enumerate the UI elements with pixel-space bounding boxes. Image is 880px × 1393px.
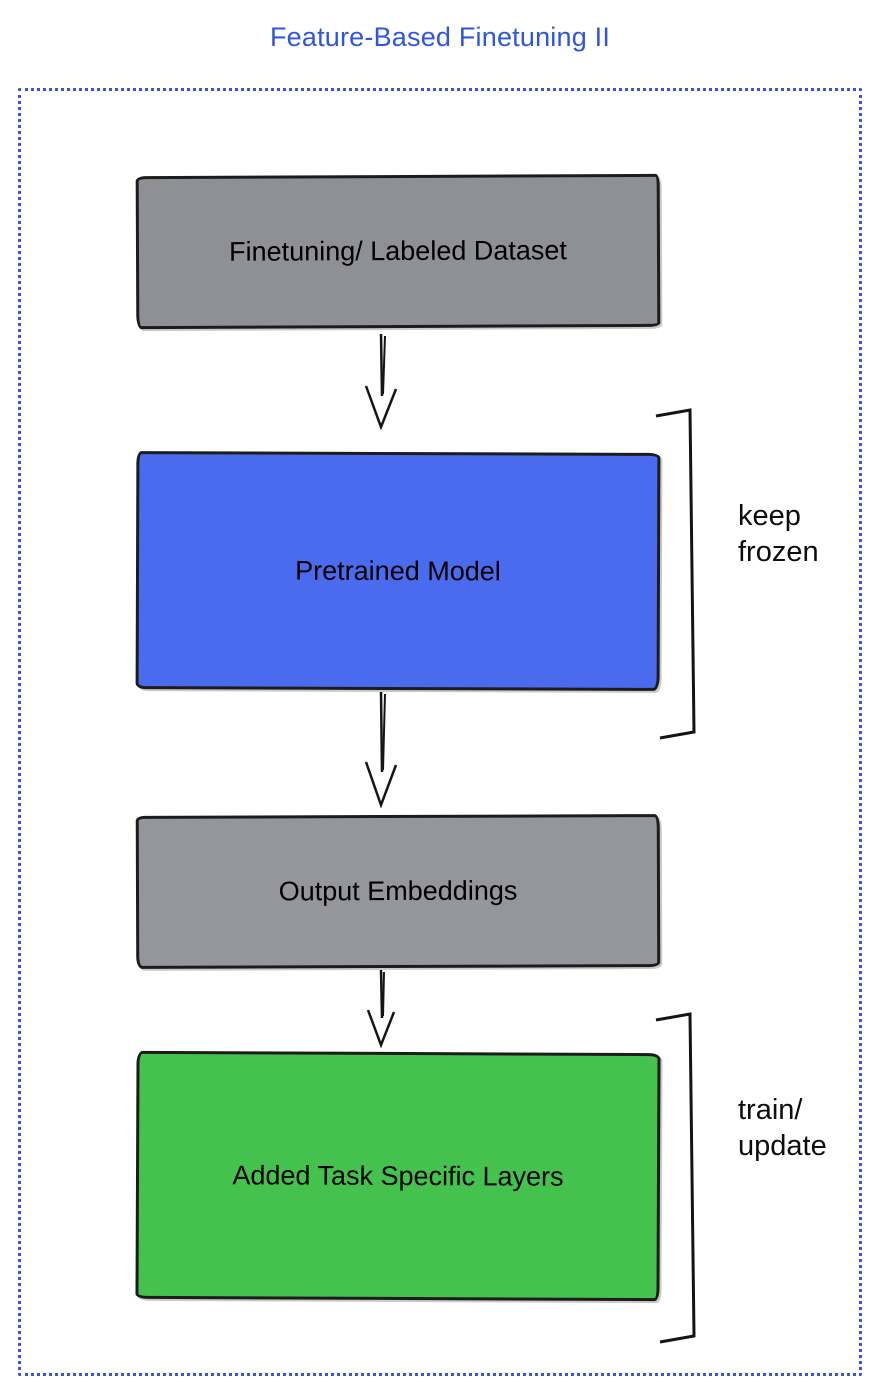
node-output-embeddings: Output Embeddings: [135, 814, 661, 969]
bracket-train-update: [655, 1012, 696, 1344]
diagram-title: Feature-Based Finetuning II: [269, 22, 611, 52]
annotation-train-update: train/ update: [738, 1094, 827, 1163]
node-pretrained-model: Pretrained Model: [135, 451, 661, 691]
down-arrow-connector: [364, 692, 398, 808]
node-label: Added Task Specific Layers: [232, 1159, 564, 1192]
node-label: Pretrained Model: [295, 555, 501, 586]
annotation-keep-frozen: keep frozen: [738, 500, 819, 569]
node-task-specific-layers: Added Task Specific Layers: [135, 1050, 661, 1302]
down-arrow-connector: [364, 334, 398, 430]
bracket-keep-frozen: [655, 408, 696, 740]
node-label: Finetuning/ Labeled Dataset: [229, 235, 567, 267]
down-arrow-connector: [366, 970, 396, 1048]
dotted-border-frame: [18, 88, 862, 1376]
node-finetuning-dataset: Finetuning/ Labeled Dataset: [135, 173, 661, 330]
node-label: Output Embeddings: [278, 875, 518, 907]
